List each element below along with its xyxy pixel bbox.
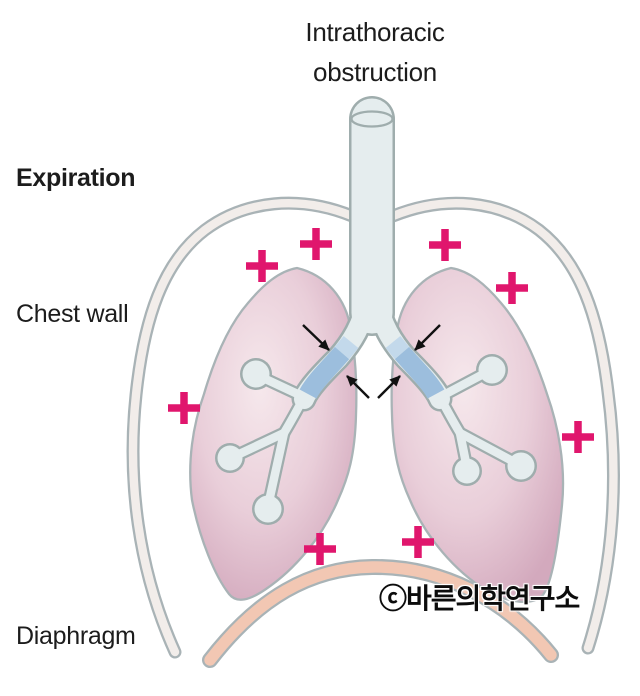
plus-icon	[246, 250, 278, 282]
arrow-icon	[377, 375, 401, 399]
arrow-icon	[302, 324, 330, 351]
constriction-right-light	[385, 335, 410, 360]
diagram-title-line2: obstruction	[313, 57, 437, 87]
bronchiole-knobs	[217, 356, 535, 523]
plus-icon	[429, 229, 461, 261]
pressure-plus-signs	[168, 228, 594, 565]
plus-icon	[304, 533, 336, 565]
airway-constriction	[299, 335, 445, 399]
diagram-title-line1: Intrathoracic	[305, 17, 445, 47]
arrow-icon	[414, 324, 441, 351]
arrow-icon	[346, 375, 370, 399]
airway	[217, 98, 535, 523]
plus-icon	[300, 228, 332, 260]
chest-wall-label: Chest wall	[16, 300, 129, 328]
chest-wall-left	[128, 199, 357, 657]
diaphragm	[202, 558, 559, 668]
chest-wall-right	[388, 199, 618, 653]
constriction-left	[299, 346, 350, 399]
trachea-opening	[350, 110, 394, 128]
copyright-watermark: ⓒ바른의학연구소	[379, 583, 580, 614]
expiration-label: Expiration	[16, 164, 136, 192]
constriction-arrows	[302, 324, 441, 399]
diaphragm-band	[204, 561, 557, 666]
chest-wall	[126, 196, 620, 659]
plus-icon	[562, 421, 594, 453]
diagram-title: Intrathoracic obstruction	[305, 12, 444, 92]
diaphragm-label: Diaphragm	[16, 622, 136, 650]
plus-icon	[168, 392, 200, 424]
constriction-left-light	[334, 335, 359, 360]
plus-icon	[402, 526, 434, 558]
constriction-right	[394, 346, 445, 399]
plus-icon	[496, 272, 528, 304]
